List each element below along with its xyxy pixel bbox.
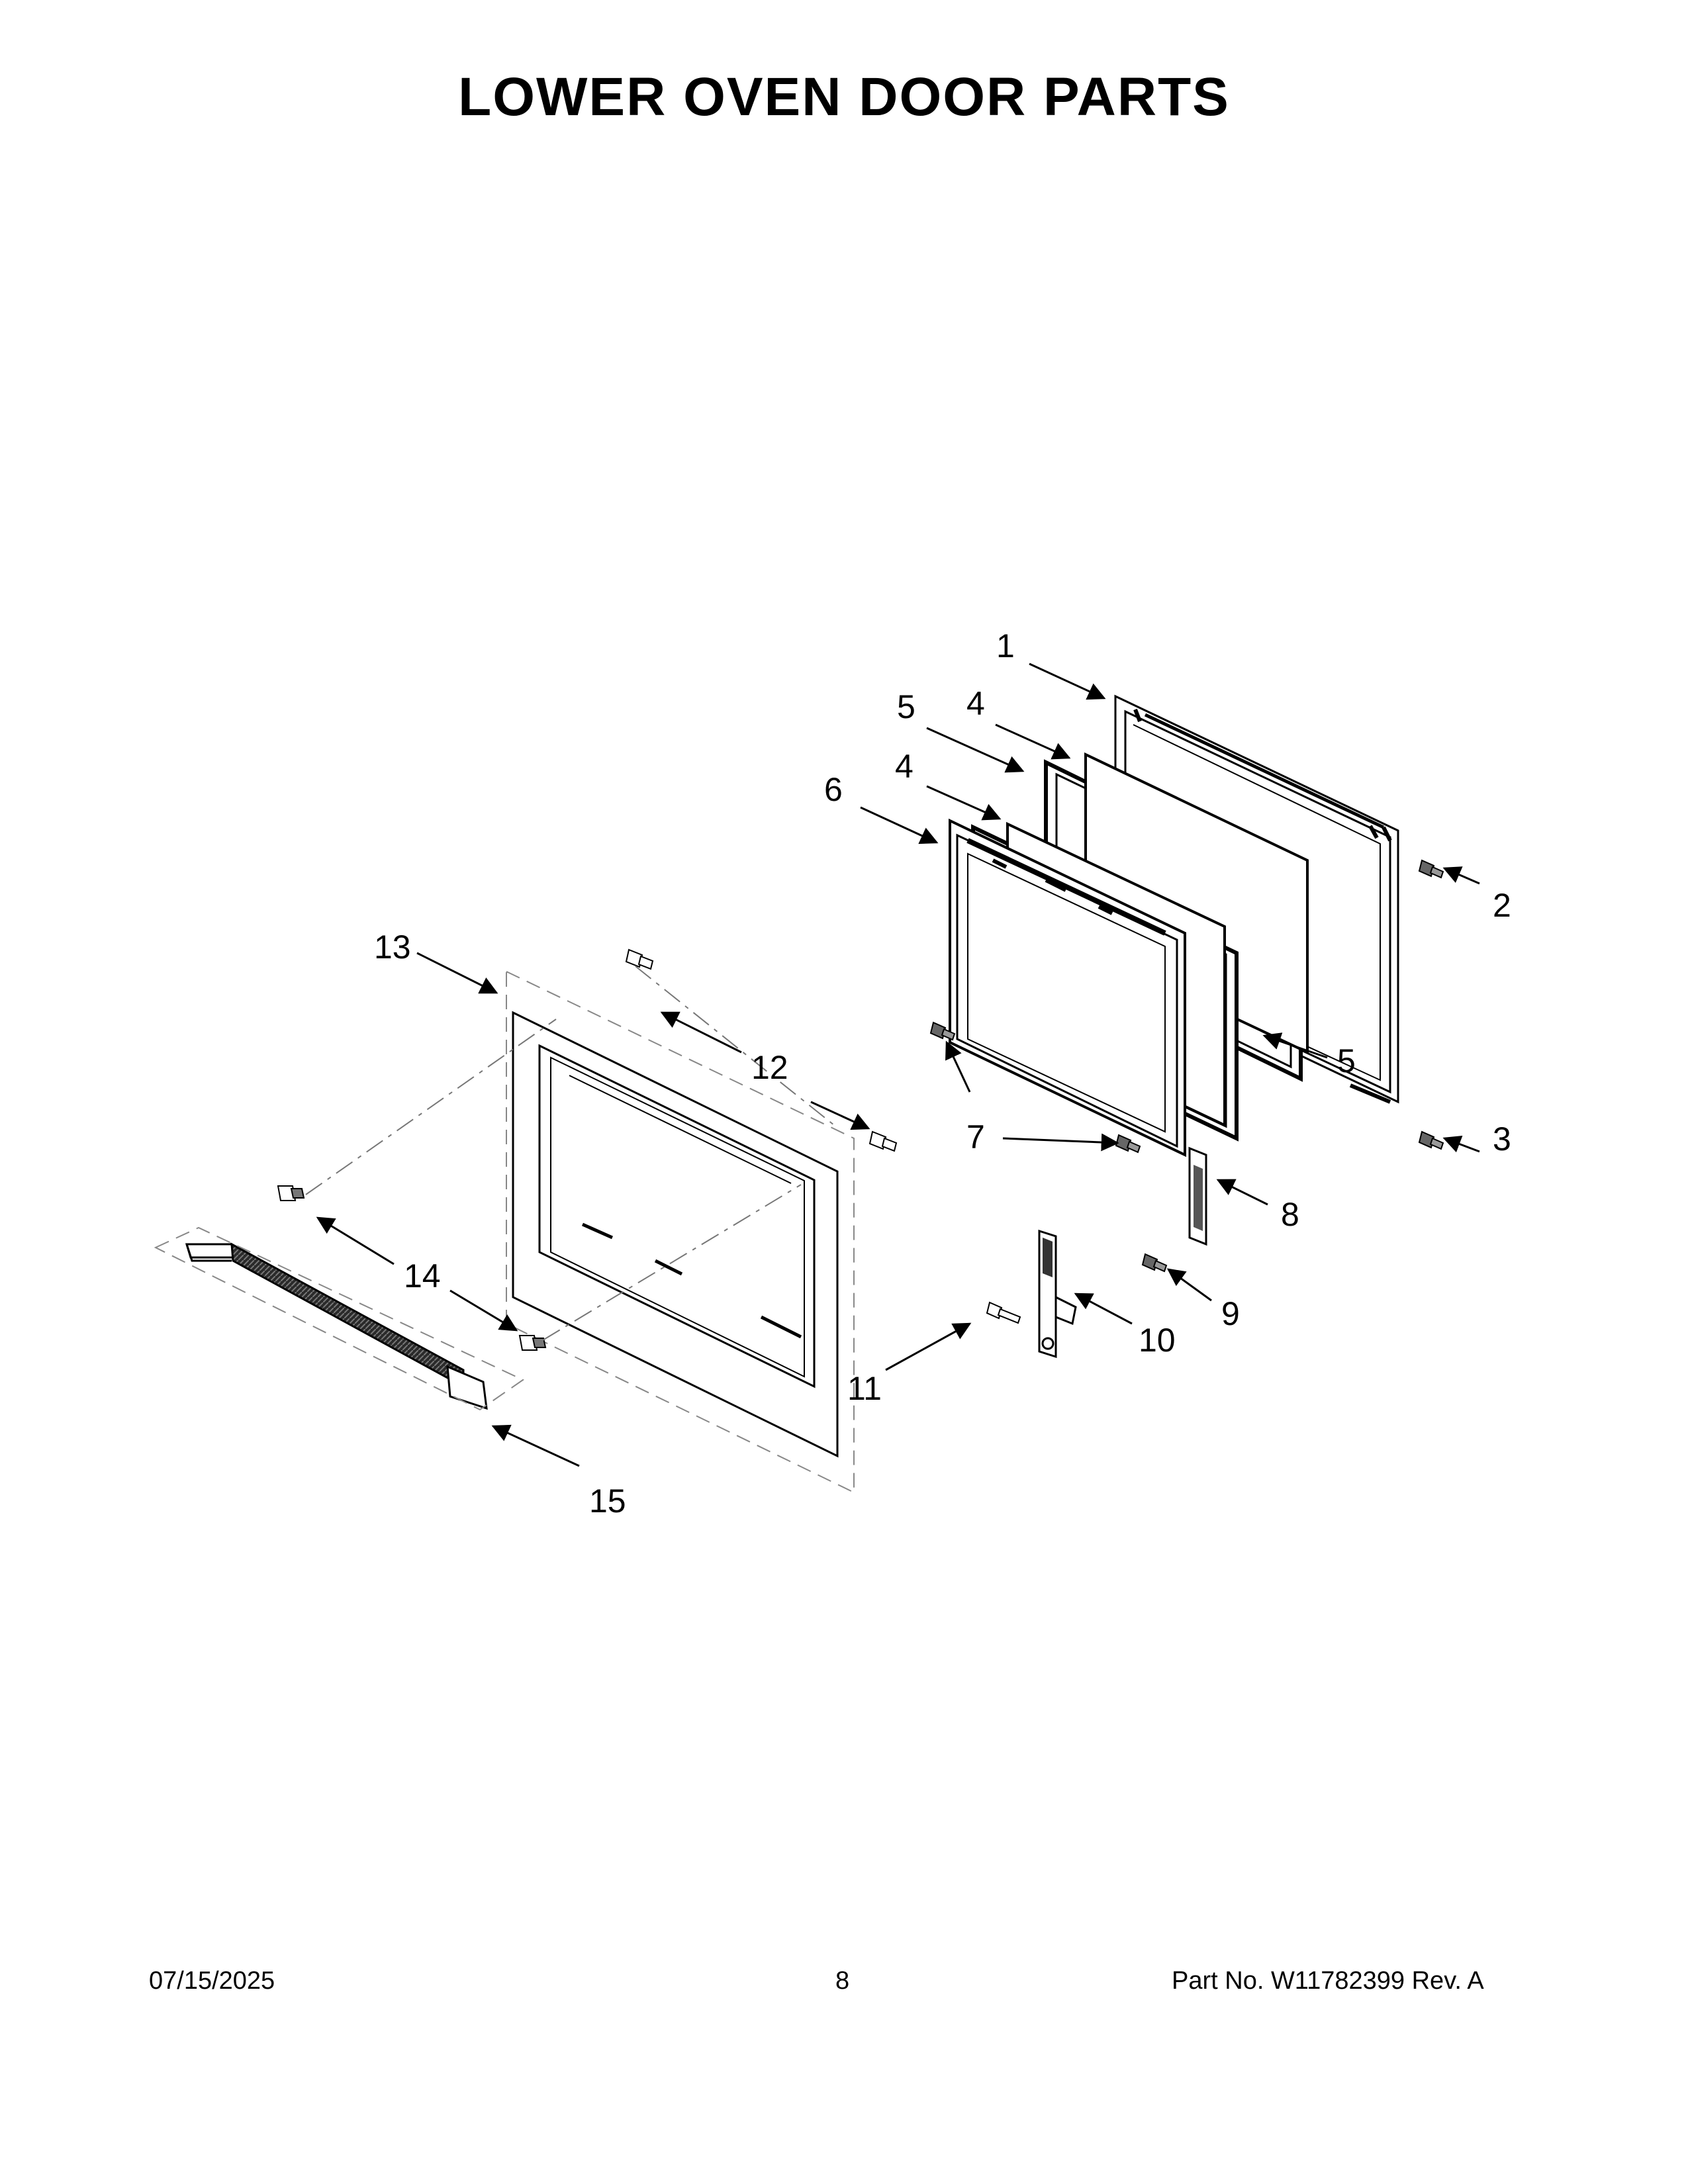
callout-4-rear: 4: [966, 685, 985, 722]
footer-page-number: 8: [835, 1967, 850, 1995]
door-handle: [185, 1242, 488, 1410]
footer-part-number: Part No. W11782399 Rev. A: [1172, 1967, 1484, 1995]
callout-4-front: 4: [895, 748, 914, 785]
callout-13: 13: [374, 929, 411, 966]
callout-14: 14: [404, 1257, 441, 1295]
callout-7-screw: 7: [966, 1118, 985, 1156]
screw-9: [1141, 1253, 1168, 1273]
outer-panel-outline: [506, 970, 855, 1494]
door-hinge: [1038, 1229, 1077, 1359]
screw-7-left: [929, 1021, 956, 1041]
footer-date: 07/15/2025: [149, 1967, 275, 1995]
callout-labels: 1 2 3 4 4 5 5 6 7 7 8 9 10 11 12 13 14 1…: [374, 627, 1511, 1520]
screw-3: [1418, 1130, 1444, 1150]
callout-6: 6: [824, 771, 843, 808]
callout-3: 3: [1493, 1120, 1511, 1158]
leader-arrows: [316, 662, 1480, 1467]
callout-11: 11: [847, 1370, 882, 1407]
spacer-14-top: [277, 1185, 305, 1201]
screw-2: [1418, 859, 1444, 879]
screw-12-left: [625, 948, 654, 970]
callout-9: 9: [1221, 1295, 1240, 1332]
callout-2: 2: [1493, 887, 1511, 924]
callout-15: 15: [589, 1482, 626, 1520]
spacer-14-bottom: [518, 1335, 547, 1351]
screw-7-right: [1115, 1134, 1141, 1154]
handle-outline: [154, 1226, 524, 1411]
callout-10: 10: [1139, 1322, 1176, 1359]
page-title: LOWER OVEN DOOR PARTS: [458, 67, 1230, 127]
hinge-receptacle: [1188, 1146, 1207, 1246]
callout-1: 1: [996, 627, 1015, 664]
alignment-lines: [305, 966, 835, 1341]
glass-frame: [949, 818, 1186, 1158]
outer-door-panel: [512, 1011, 839, 1458]
screw-12-right: [868, 1130, 898, 1152]
callout-5-front: 5: [1337, 1042, 1356, 1079]
screw-11: [986, 1301, 1021, 1324]
callout-12: 12: [751, 1049, 788, 1086]
callout-5-rear: 5: [897, 688, 915, 725]
callout-8: 8: [1281, 1196, 1299, 1233]
